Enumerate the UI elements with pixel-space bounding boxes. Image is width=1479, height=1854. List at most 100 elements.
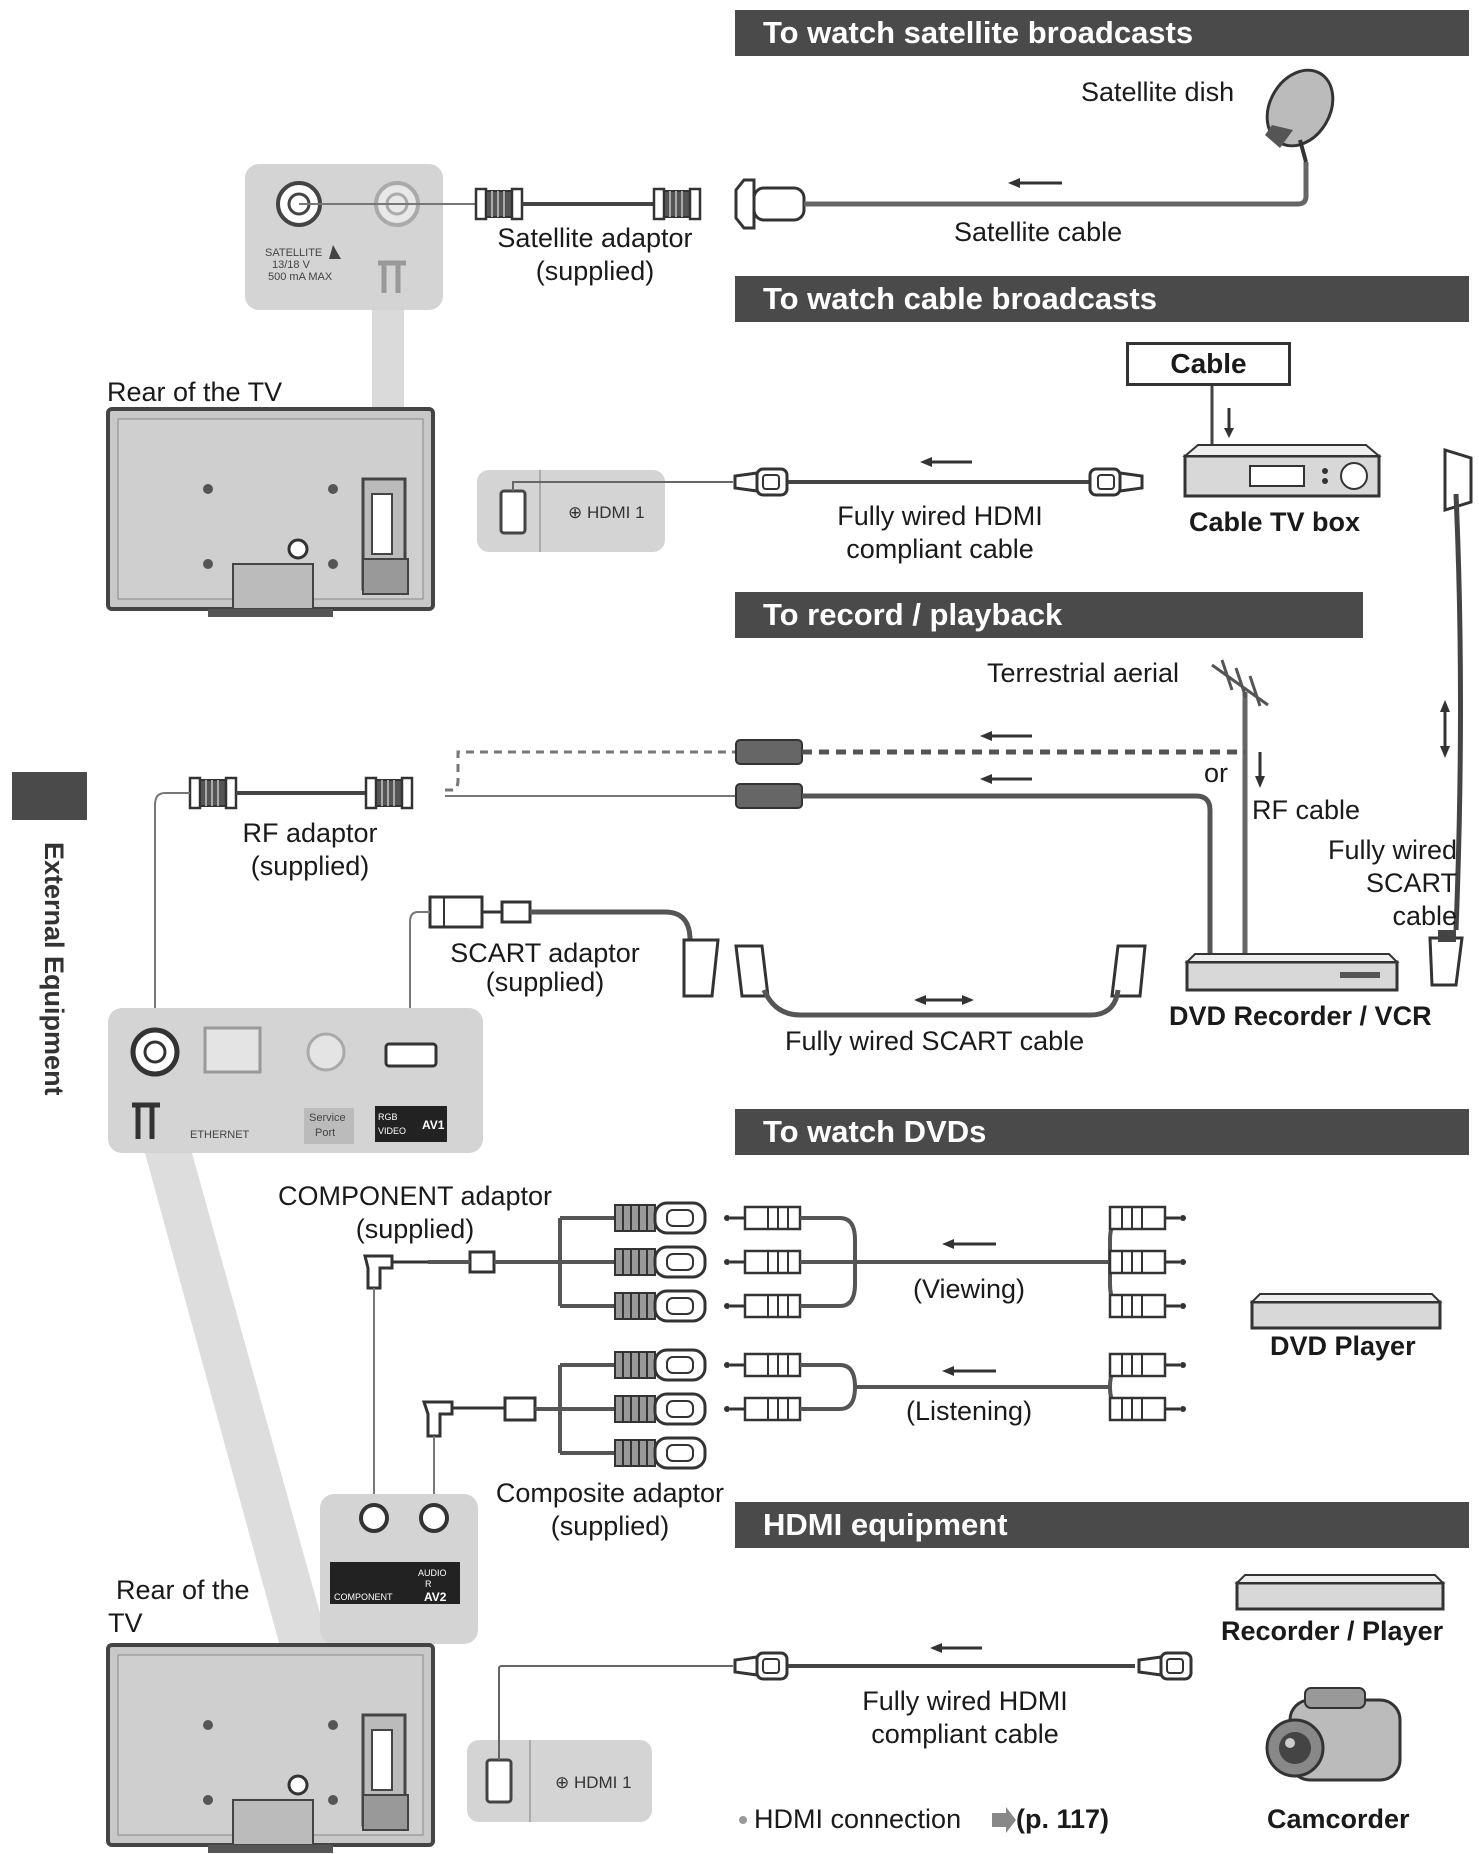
satellite-port-current: 500 mA MAX bbox=[268, 271, 333, 283]
antenna-port-icon-mid bbox=[132, 1102, 160, 1139]
label-satellite-adaptor-line2: (supplied) bbox=[535, 256, 655, 286]
scart-plug-adaptor-end bbox=[682, 938, 720, 998]
component-cable-plugs-right bbox=[1108, 1205, 1188, 1319]
component-adaptor bbox=[363, 1250, 496, 1290]
label-hdmi-cable-bottom-line1: Fully wired HDMI bbox=[862, 1686, 1068, 1716]
label-composite-adaptor-line1: Composite adaptor bbox=[495, 1478, 725, 1508]
av1-video-label: VIDEO bbox=[378, 1126, 406, 1136]
ethernet-port-label: ETHERNET bbox=[190, 1129, 250, 1141]
ethernet-port bbox=[203, 1026, 262, 1074]
audio-r-label: R bbox=[425, 1579, 432, 1589]
label-scart-adaptor-line2: (supplied) bbox=[485, 967, 605, 997]
label-hdmi-cable-bottom-line2: compliant cable bbox=[871, 1719, 1059, 1749]
label-scart-adaptor-line1: SCART adaptor bbox=[450, 938, 640, 968]
dvd-player-icon bbox=[1249, 1293, 1443, 1330]
antenna-port-icon bbox=[378, 260, 406, 293]
tv-rear-top bbox=[106, 407, 435, 619]
label-scart-adaptor: SCART adaptor (supplied) bbox=[430, 939, 660, 997]
av1-rgb-label: RGB bbox=[378, 1112, 398, 1122]
hdmi1-port-panel-bottom bbox=[467, 1740, 652, 1822]
tv-rear-bottom bbox=[106, 1643, 435, 1854]
hdmi1-port-top bbox=[499, 489, 527, 535]
component-label: COMPONENT bbox=[334, 1592, 393, 1602]
label-viewing: (Viewing) bbox=[913, 1274, 1026, 1304]
label-composite-adaptor: Composite adaptor (supplied) bbox=[480, 1477, 740, 1543]
satellite-adaptor bbox=[474, 187, 702, 221]
cable-tv-box-icon bbox=[1182, 444, 1382, 498]
page-ref-arrow-icon bbox=[992, 1807, 1016, 1833]
label-terrestrial-aerial: Terrestrial aerial bbox=[987, 658, 1180, 688]
satellite-port-panel bbox=[245, 164, 443, 310]
satellite-cable bbox=[804, 162, 1309, 207]
label-scart-cable-right-line3: cable bbox=[1392, 901, 1457, 931]
label-rf-adaptor: RF adaptor (supplied) bbox=[205, 817, 415, 883]
satellite-cable-plug bbox=[734, 178, 806, 230]
scart-plug-right-bottom bbox=[1428, 930, 1464, 987]
label-satellite-cable: Satellite cable bbox=[954, 217, 1123, 247]
label-hdmi-cable-bottom: Fully wired HDMI compliant cable bbox=[825, 1685, 1105, 1751]
label-dvd-player: DVD Player bbox=[1270, 1331, 1416, 1361]
label-rf-adaptor-line1: RF adaptor bbox=[242, 818, 378, 848]
satellite-port-voltage: 13/18 V bbox=[272, 259, 311, 271]
component-rca-3 bbox=[613, 1289, 707, 1323]
label-camcorder: Camcorder bbox=[1267, 1804, 1410, 1834]
side-label: External Equipment bbox=[39, 842, 69, 1096]
label-rf-adaptor-line2: (supplied) bbox=[250, 851, 370, 881]
satellite-port-icon bbox=[329, 245, 341, 259]
label-satellite-dish: Satellite dish bbox=[1081, 77, 1235, 107]
composite-audio-port bbox=[419, 1503, 449, 1533]
audio-cable-plugs-left bbox=[722, 1352, 802, 1422]
section-header-hdmi: HDMI equipment bbox=[735, 1502, 1469, 1548]
service-port-label-2: Port bbox=[315, 1127, 335, 1139]
terrestrial-aerial-icon bbox=[1211, 659, 1269, 955]
service-port bbox=[306, 1032, 346, 1072]
dvd-recorder-icon bbox=[1184, 953, 1400, 992]
label-rear-tv-bottom-line1: Rear of the bbox=[116, 1575, 250, 1605]
label-rear-tv-bottom-line2: TV bbox=[108, 1608, 143, 1638]
component-cable-plugs-left bbox=[722, 1205, 802, 1319]
hdmi1-port-bottom bbox=[485, 1758, 513, 1804]
composite-adaptor bbox=[421, 1396, 537, 1438]
scart-plug-right-top bbox=[1443, 447, 1473, 513]
label-dvd-recorder: DVD Recorder / VCR bbox=[1169, 1001, 1432, 1031]
rf-cable bbox=[802, 793, 1213, 955]
scart-av1-port bbox=[384, 1042, 438, 1068]
label-rear-tv-top: Rear of the TV bbox=[107, 377, 283, 407]
section-header-record: To record / playback bbox=[735, 592, 1363, 638]
av1-label-box bbox=[375, 1106, 447, 1142]
component-rca-2 bbox=[613, 1245, 707, 1279]
rf-input-port bbox=[130, 1027, 180, 1077]
service-port-label-box bbox=[304, 1108, 354, 1144]
component-audio-port bbox=[359, 1503, 389, 1533]
hdmi1-port-label-bottom: ⊕ HDMI 1 bbox=[555, 1773, 632, 1792]
satellite-port-label: SATELLITE bbox=[265, 247, 322, 259]
label-component-adaptor-line1: COMPONENT adaptor bbox=[277, 1181, 553, 1211]
hdmi-note-bullet bbox=[739, 1816, 747, 1824]
scart-cable-right bbox=[1453, 493, 1463, 931]
scart-cable-mid bbox=[734, 944, 1147, 1018]
hdmi-plug-right-bottom bbox=[1137, 1651, 1193, 1681]
component-rca-1 bbox=[613, 1201, 707, 1235]
hdmi-plug-left-top bbox=[733, 467, 789, 497]
camcorder-icon bbox=[1265, 1687, 1402, 1782]
label-scart-cable-right-line1: Fully wired bbox=[1327, 835, 1457, 865]
label-rear-tv-bottom: Rear of the TV bbox=[108, 1574, 250, 1640]
label-listening: (Listening) bbox=[906, 1396, 1033, 1426]
hdmi-note-page-link[interactable]: (p. 117) bbox=[1016, 1804, 1110, 1834]
hdmi-plug-left-bottom bbox=[733, 1651, 789, 1681]
label-or: or bbox=[1204, 758, 1229, 788]
av2-label: AV2 bbox=[424, 1590, 447, 1604]
label-scart-cable: Fully wired SCART cable bbox=[785, 1026, 1085, 1056]
label-composite-adaptor-line2: (supplied) bbox=[550, 1511, 670, 1541]
satellite-dish-icon bbox=[1265, 68, 1335, 163]
section-header-satellite: To watch satellite broadcasts bbox=[735, 10, 1469, 56]
rf-adaptor bbox=[188, 776, 414, 810]
label-satellite-adaptor: Satellite adaptor (supplied) bbox=[480, 222, 710, 288]
label-satellite-adaptor-line1: Satellite adaptor bbox=[497, 223, 693, 253]
label-hdmi-note: HDMI connection bbox=[754, 1804, 962, 1834]
av1-label: AV1 bbox=[422, 1118, 445, 1132]
section-header-cable: To watch cable broadcasts bbox=[735, 276, 1469, 322]
service-port-label: Service bbox=[309, 1112, 346, 1124]
label-scart-cable-right: Fully wired SCART cable bbox=[1300, 834, 1457, 933]
